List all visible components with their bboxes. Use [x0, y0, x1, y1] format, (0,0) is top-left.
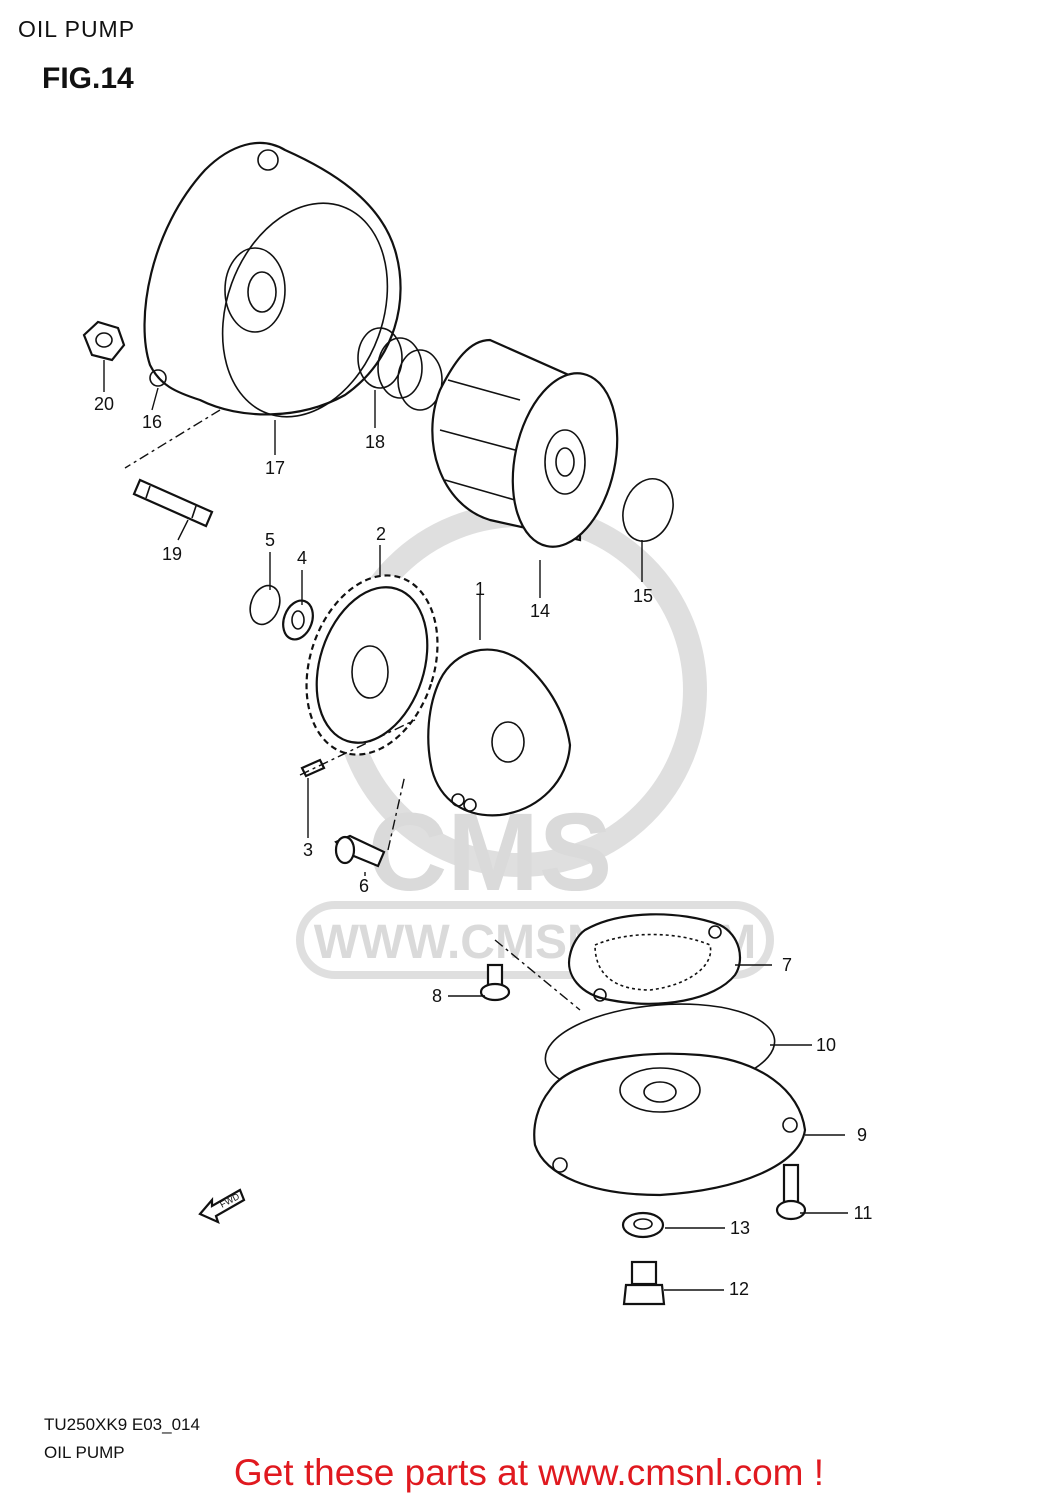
- callout-2: 2: [376, 524, 386, 544]
- figure-number: FIG.14: [42, 62, 134, 95]
- part-7-gasket: [567, 913, 742, 1005]
- diagram-code: TU250XK9 E03_014: [44, 1415, 200, 1434]
- footer-title: OIL PUMP: [44, 1443, 125, 1462]
- part-13-washer: [621, 1211, 665, 1239]
- part-1-pump-body: [427, 648, 572, 817]
- leader-lines: [103, 360, 848, 1291]
- callout-8: 8: [432, 986, 442, 1006]
- callout-16: 16: [142, 412, 162, 432]
- callout-19: 19: [162, 544, 182, 564]
- callout-3: 3: [303, 840, 313, 860]
- part-2-gear: [305, 574, 439, 756]
- fwd-arrow-icon: FWD: [198, 1188, 246, 1225]
- part-6-bolt: [334, 834, 386, 868]
- callout-1: 1: [475, 579, 485, 599]
- part-17-oring: [221, 202, 389, 418]
- callout-4: 4: [297, 548, 307, 568]
- part-4-washer: [282, 599, 314, 641]
- callout-12: 12: [729, 1279, 749, 1299]
- callout-11: 11: [854, 1203, 873, 1223]
- part-16-cover: [143, 141, 402, 416]
- callout-5: 5: [265, 530, 275, 550]
- callout-7: 7: [782, 955, 792, 975]
- callout-13: 13: [730, 1218, 750, 1238]
- part-20-nut: [82, 320, 126, 362]
- part-14-oil-filter: [431, 338, 619, 548]
- callout-6: 6: [359, 876, 369, 896]
- callouts: 20 16 17 18 19 5 4 2 1 14 15 3 6 7 8 10 …: [94, 394, 872, 1299]
- part-9-cover: [533, 1052, 807, 1197]
- callout-17: 17: [265, 458, 285, 478]
- callout-14: 14: [530, 601, 550, 621]
- callout-20: 20: [94, 394, 114, 414]
- part-11-bolt: [775, 1163, 807, 1221]
- callout-15: 15: [633, 586, 653, 606]
- part-18-spring: [357, 327, 443, 411]
- callout-18: 18: [365, 432, 385, 452]
- part-15-oring: [622, 478, 674, 542]
- callout-10: 10: [816, 1035, 836, 1055]
- part-19-stud: [132, 478, 214, 528]
- assembly-lines: [124, 409, 581, 1011]
- part-12-plug: [622, 1260, 666, 1306]
- part-5-circlip: [249, 584, 281, 626]
- promo-link[interactable]: Get these parts at www.cmsnl.com !: [233, 1452, 825, 1493]
- callout-9: 9: [857, 1125, 867, 1145]
- page-title: OIL PUMP: [18, 16, 136, 42]
- part-3-pin: [300, 758, 326, 778]
- part-8-screw: [479, 963, 511, 1002]
